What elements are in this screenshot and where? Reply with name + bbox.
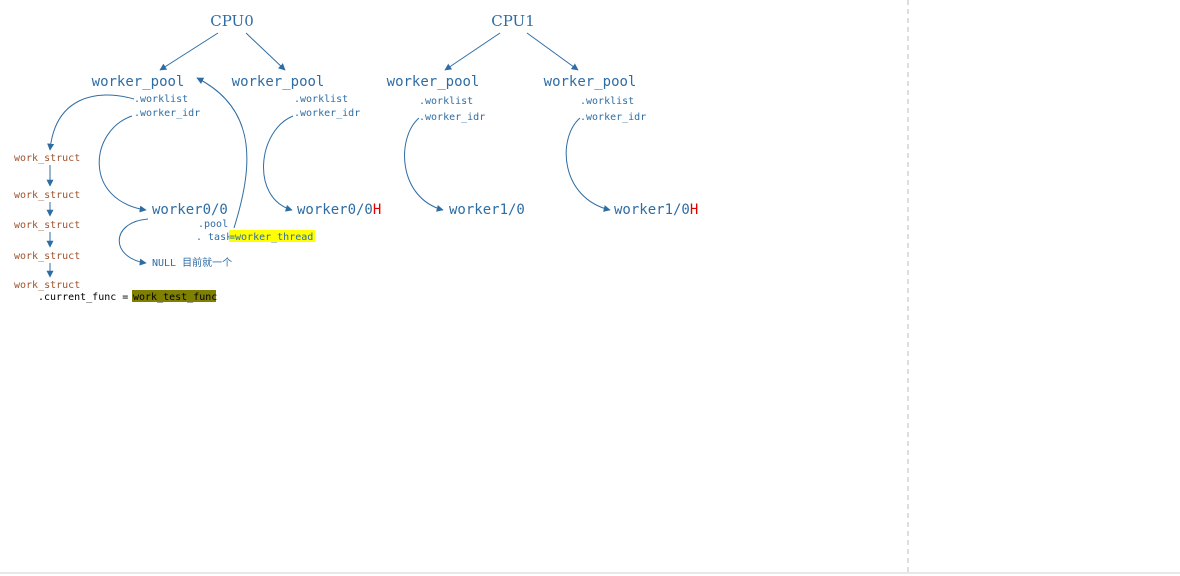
worker-idr-field: .worker_idr <box>419 112 485 123</box>
worker-idr-arrow <box>565 117 611 212</box>
pool-back-arrow <box>196 77 248 229</box>
worker-idr-arrow <box>98 115 147 213</box>
worker-name: worker1/0 <box>449 202 525 218</box>
worker-pool-title: worker_pool <box>92 74 185 90</box>
cpu1-label: CPU1 <box>491 12 535 30</box>
highpri-suffix: H <box>690 202 698 218</box>
work-struct: work_struct <box>14 251 80 262</box>
worklist-field: .worklist <box>419 96 473 107</box>
worker-pool-title: worker_pool <box>544 74 637 90</box>
current-func-label: .current_func = <box>38 292 134 303</box>
highpri-suffix: H <box>373 202 381 218</box>
worker-name: worker0/0 <box>152 202 228 218</box>
worker-idr-field: .worker_idr <box>134 108 200 119</box>
cpu0-to-pool1-arrow <box>245 32 286 71</box>
cpu0-label: CPU0 <box>210 12 254 30</box>
current-func-highlight <box>132 290 216 302</box>
worker-name: worker0/0H <box>297 202 381 218</box>
worker-idr-arrow <box>404 117 444 212</box>
cpu0-to-pool0-arrow <box>159 32 219 71</box>
pool-field: .pool <box>198 219 228 230</box>
worklist-field: .worklist <box>294 94 348 105</box>
worklist-field: .worklist <box>580 96 634 107</box>
work-struct: work_struct <box>14 153 80 164</box>
worker-idr-arrow <box>263 115 294 212</box>
work-struct: work_struct <box>14 280 80 291</box>
worker-name: worker1/0H <box>614 202 698 218</box>
cpu1-to-pool3-arrow <box>526 32 579 71</box>
current-func-value: work_test_func <box>133 292 217 303</box>
worker-null-arrow <box>118 218 149 266</box>
worker-idr-field: .worker_idr <box>294 108 360 119</box>
worklist-field: .worklist <box>134 94 188 105</box>
task-field: . task <box>196 232 232 243</box>
worklist-arrow <box>47 94 135 151</box>
worker-idr-field: .worker_idr <box>580 112 646 123</box>
cpu1-to-pool2-arrow <box>444 32 501 71</box>
task-value-highlight <box>229 230 315 242</box>
worker-pool-title: worker_pool <box>387 74 480 90</box>
null-note: NULL 目前就一个 <box>152 256 232 269</box>
work-struct: work_struct <box>14 220 80 231</box>
worker-pool-title: worker_pool <box>232 74 325 90</box>
top-section: CPU0 CPU1 worker_pool .worklist .worker_… <box>14 12 698 303</box>
task-value: =worker_thread <box>229 232 313 243</box>
work-struct: work_struct <box>14 190 80 201</box>
